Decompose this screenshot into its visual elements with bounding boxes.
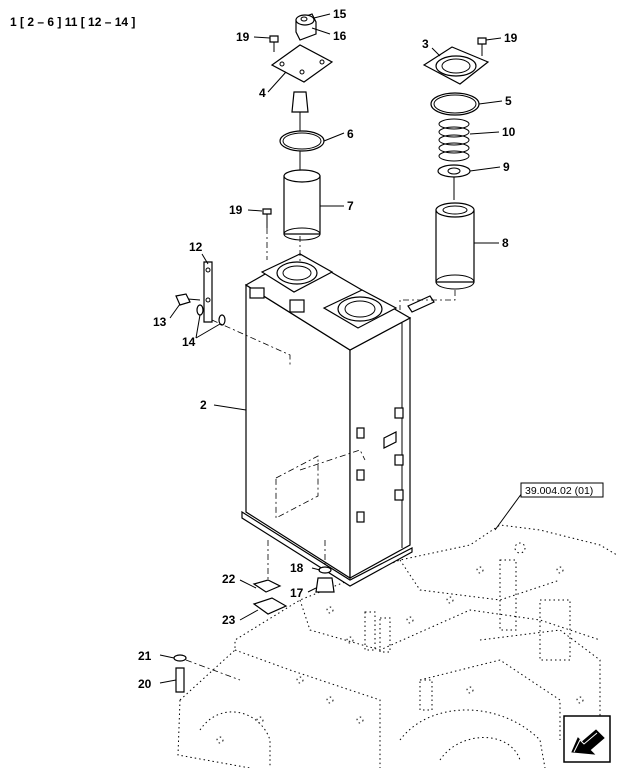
bracket-assembly — [175, 261, 291, 365]
callout-19-top-left: 19 — [236, 30, 250, 44]
callout-17: 17 — [290, 586, 304, 600]
callout-19-top-right: 19 — [504, 31, 518, 45]
callout-3: 3 — [422, 37, 429, 51]
machine-frame — [177, 524, 617, 768]
header-ref-text: 1 [ 2 – 6 ] 11 [ 12 – 14 ] — [10, 15, 135, 29]
callout-10: 10 — [502, 125, 516, 139]
callout-4: 4 — [259, 86, 266, 100]
callout-21: 21 — [138, 649, 152, 663]
filter-cover-assembly-right — [399, 37, 490, 310]
callout-5: 5 — [505, 94, 512, 108]
callout-14: 14 — [182, 335, 196, 349]
callout-12: 12 — [189, 240, 203, 254]
callout-22: 22 — [222, 572, 236, 586]
callout-7: 7 — [347, 199, 354, 213]
callout-13: 13 — [153, 315, 167, 329]
callout-23: 23 — [222, 613, 236, 627]
filter-cover-assembly-left — [262, 13, 334, 262]
hydraulic-tank — [241, 253, 435, 587]
bottom-hardware — [173, 540, 335, 693]
callout-20: 20 — [138, 677, 152, 691]
arrow-corner-icon[interactable] — [563, 715, 611, 763]
callout-2: 2 — [200, 398, 207, 412]
callout-16: 16 — [333, 29, 347, 43]
callout-8: 8 — [502, 236, 509, 250]
callout-19-mid: 19 — [229, 203, 243, 217]
callout-18: 18 — [290, 561, 304, 575]
callout-6: 6 — [347, 127, 354, 141]
cross-reference-link[interactable]: 39.004.02 (01) — [520, 482, 604, 498]
callout-labels: 2 3 4 5 6 7 8 9 10 12 13 14 15 16 17 18 … — [138, 7, 518, 691]
callout-15: 15 — [333, 7, 347, 21]
cross-reference-label: 39.004.02 (01) — [525, 485, 593, 497]
leader-lines — [159, 13, 523, 684]
callout-9: 9 — [503, 160, 510, 174]
